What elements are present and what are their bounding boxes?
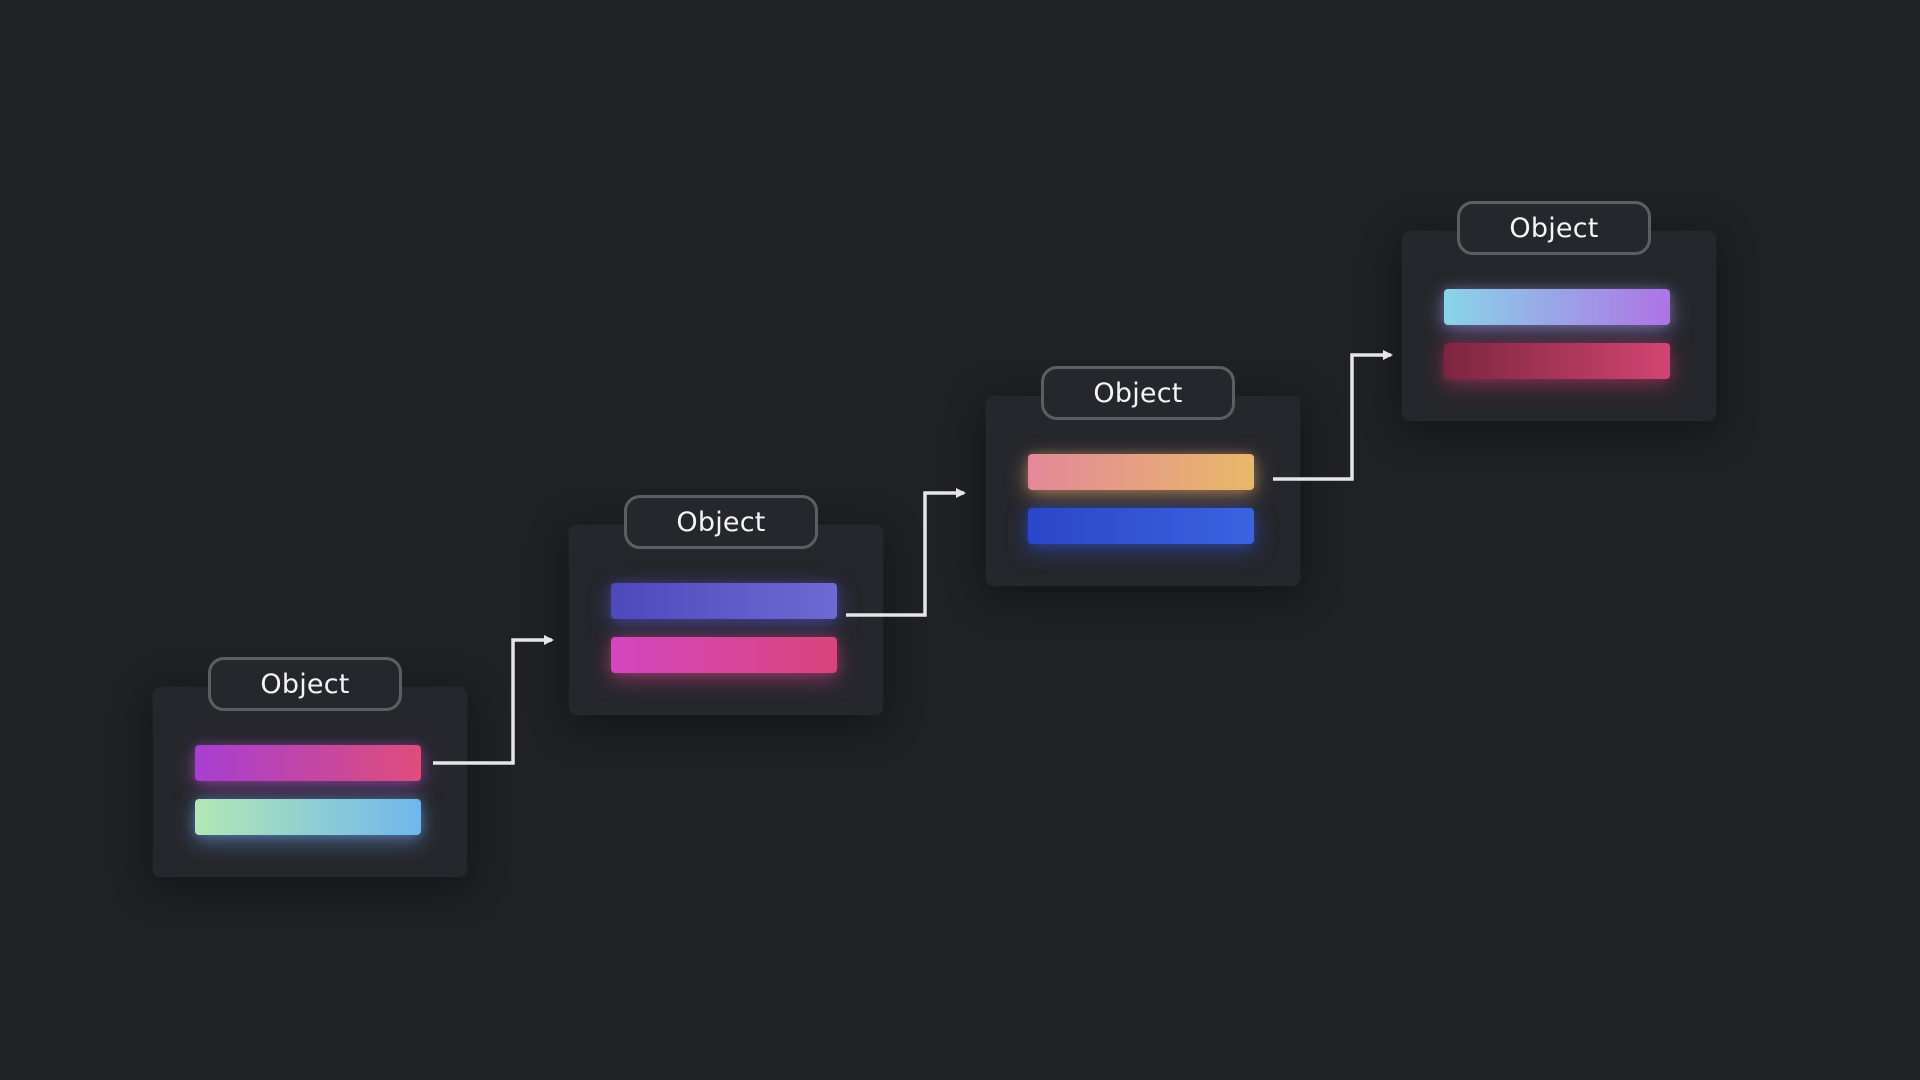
object-node-title: Object <box>1041 366 1235 420</box>
object-node[interactable]: Object <box>986 366 1300 586</box>
field-bar[interactable] <box>1444 289 1670 325</box>
object-node[interactable]: Object <box>1402 201 1716 421</box>
field-bar[interactable] <box>1028 508 1254 544</box>
field-bar[interactable] <box>1444 343 1670 379</box>
object-node[interactable]: Object <box>153 657 467 877</box>
field-bar[interactable] <box>195 745 421 781</box>
object-node-title: Object <box>1457 201 1651 255</box>
object-node[interactable]: Object <box>569 495 883 715</box>
field-bar[interactable] <box>611 583 837 619</box>
field-bar[interactable] <box>1028 454 1254 490</box>
object-node-title: Object <box>624 495 818 549</box>
field-bar[interactable] <box>195 799 421 835</box>
field-bar[interactable] <box>611 637 837 673</box>
object-node-title: Object <box>208 657 402 711</box>
